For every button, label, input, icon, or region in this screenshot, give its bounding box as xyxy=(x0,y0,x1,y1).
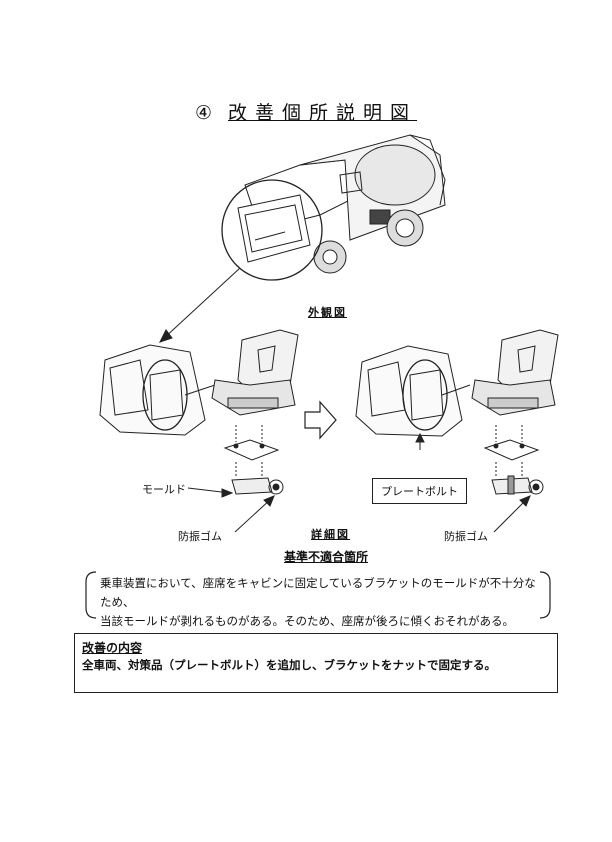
rubber-right-arrow xyxy=(493,497,529,533)
left-bracket-line xyxy=(85,571,97,619)
exterior-caption: 外観図 xyxy=(308,306,347,319)
nonconformity-text: 乗車装置において、座席をキャビンに固定しているブラケットのモールドが不十分なため… xyxy=(100,574,540,631)
improvement-box xyxy=(74,633,558,693)
right-bracket-line xyxy=(539,571,551,619)
improvement-text: 全車両、対策品（プレートボルト）を追加し、ブラケットをナットで固定する。 xyxy=(82,658,496,672)
cabin-right xyxy=(355,345,471,437)
bracket-right xyxy=(483,425,544,495)
zoom-circle xyxy=(221,179,323,281)
nonconformity-line-1: 乗車装置において、座席をキャビンに固定しているブラケットのモールドが不十分なため… xyxy=(100,576,536,609)
nonconformity-title: 基準不適合箇所 xyxy=(284,550,369,564)
zoom-arrow xyxy=(161,267,241,341)
rubber-right-label: 防振ゴム xyxy=(444,530,488,543)
detail-caption: 詳細図 xyxy=(311,528,350,541)
transition-arrow xyxy=(304,400,337,440)
seat-left xyxy=(211,329,299,416)
bracket-left xyxy=(223,425,284,495)
seat-right xyxy=(471,329,559,416)
title-number: ④ xyxy=(194,102,214,124)
improvement-title: 改善の内容 xyxy=(82,641,143,655)
rubber-left-arrow xyxy=(234,497,273,533)
page-title: ④ 改善個所説明図 xyxy=(0,98,612,125)
rubber-left-label: 防振ゴム xyxy=(178,530,222,543)
nonconformity-line-2: 当該モールドが剥れるものがある。そのため、座席が後ろに傾くおそれがある。 xyxy=(100,614,514,628)
plate-bolt-label: プレートボルト xyxy=(372,478,467,504)
cabin-left xyxy=(99,344,216,436)
title-text: 改善個所説明図 xyxy=(228,102,418,124)
mold-label: モールド xyxy=(142,483,186,496)
